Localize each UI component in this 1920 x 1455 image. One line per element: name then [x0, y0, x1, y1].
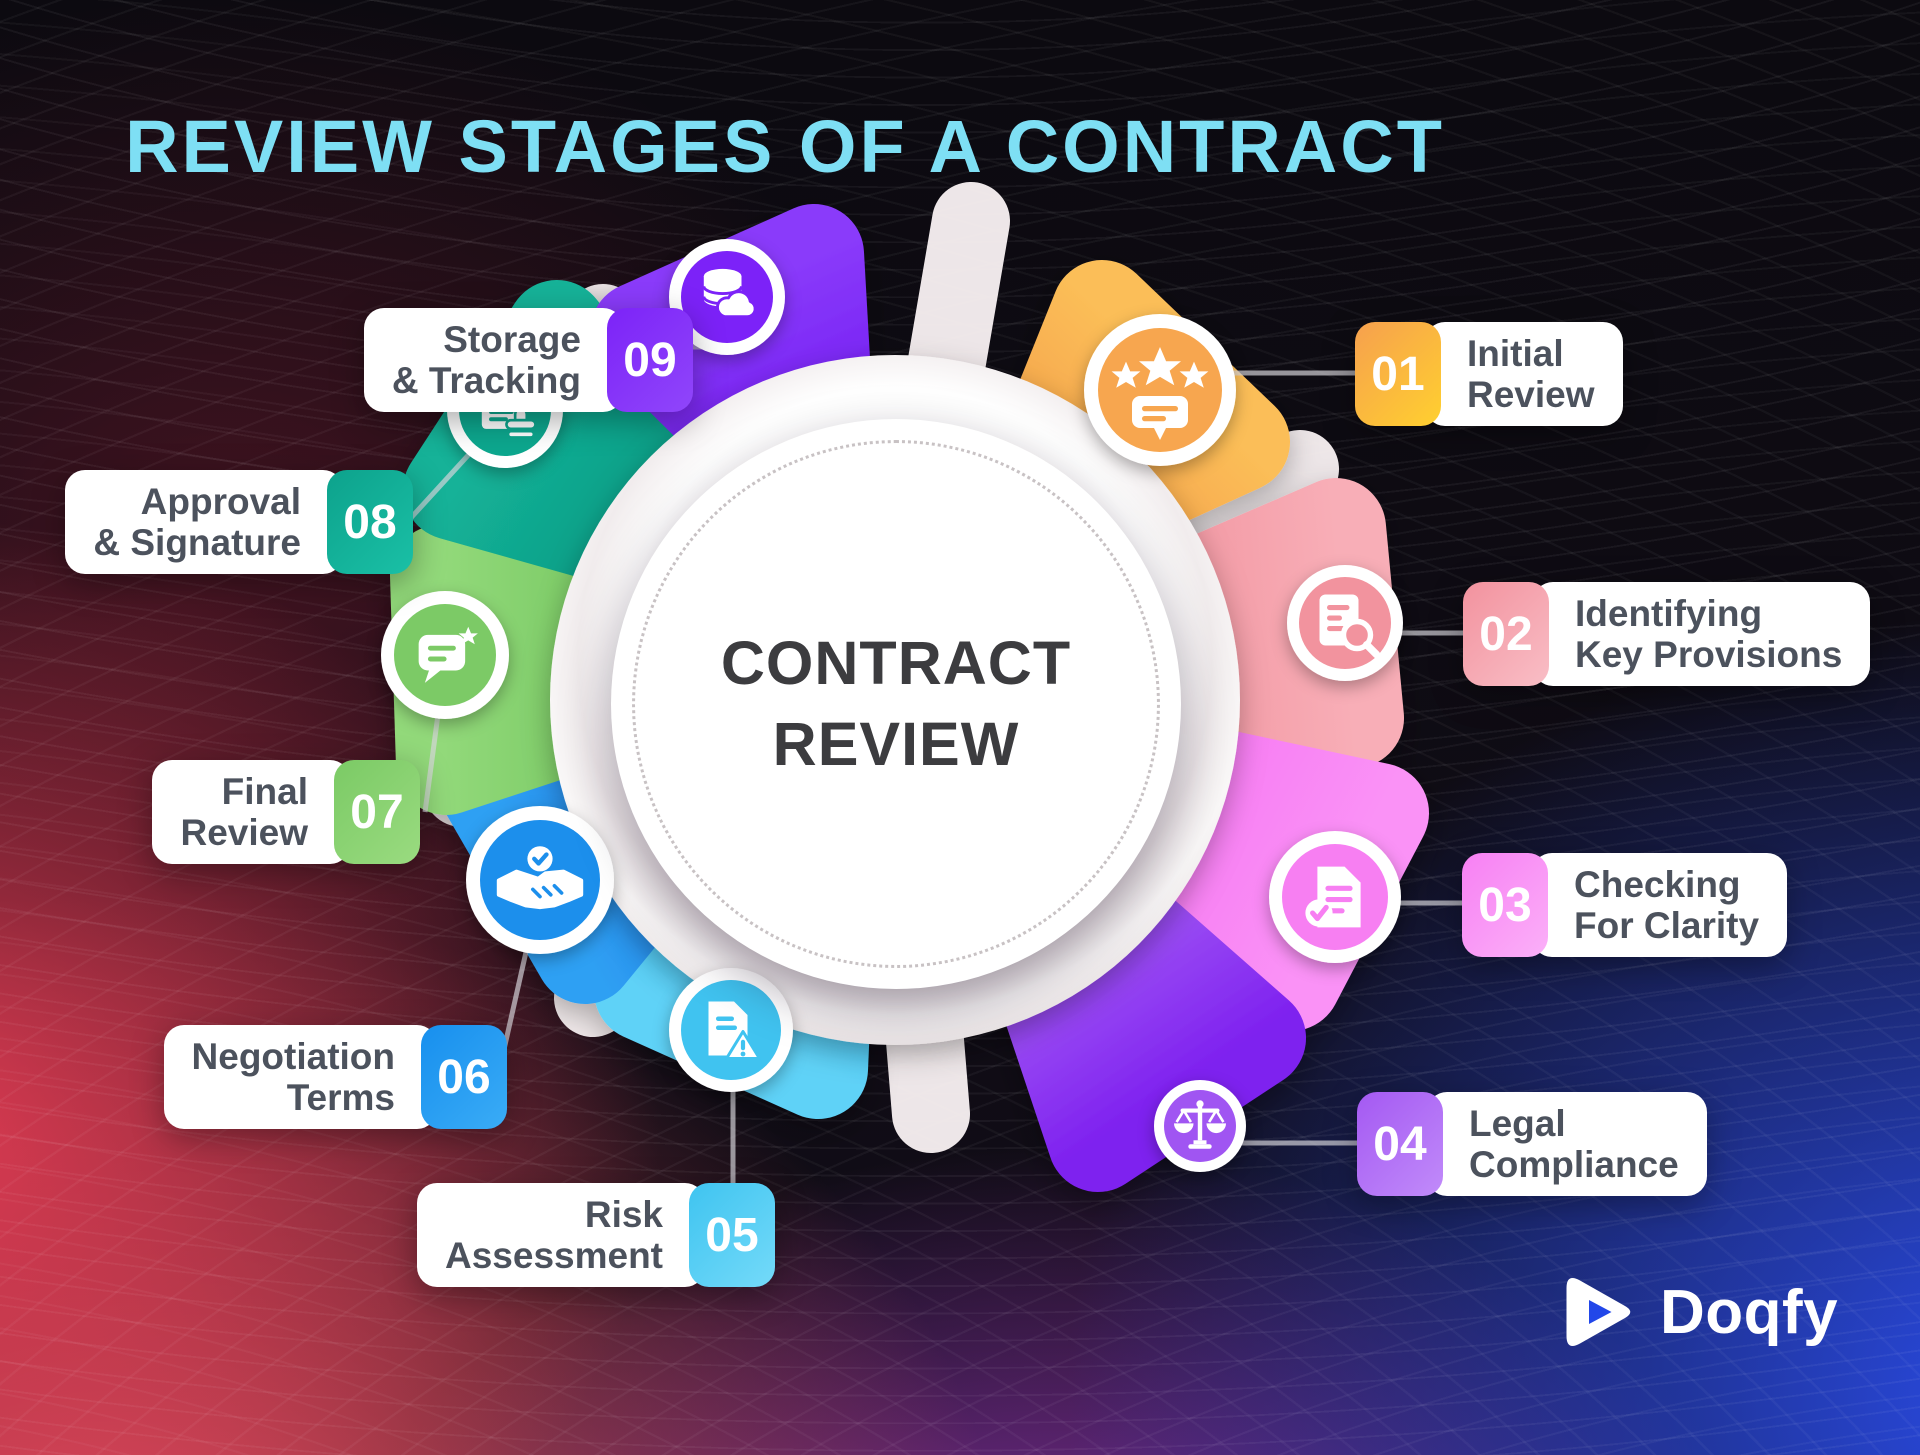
label-approval-signature: Approval & Signature 08 — [65, 470, 413, 574]
label-initial-review: 01 Initial Review — [1355, 322, 1623, 426]
justice-scales-icon — [1154, 1080, 1246, 1172]
stage-label-03: Checking For Clarity — [1532, 853, 1788, 957]
label-legal-compliance: 04 Legal Compliance — [1357, 1092, 1707, 1196]
label-negotiation-terms: Negotiation Terms 06 — [163, 1025, 507, 1129]
handshake-icon — [466, 806, 614, 954]
stage-label-06: Negotiation Terms — [163, 1025, 437, 1129]
database-cloud-icon — [669, 239, 785, 355]
hub-title: CONTRACT REVIEW — [632, 440, 1160, 968]
label-checking-for-clarity: 03 Checking For Clarity — [1462, 853, 1788, 957]
stage-number-04: 04 — [1357, 1092, 1443, 1196]
stage-label-07: Final Review — [152, 760, 350, 864]
stage-label-01: Initial Review — [1425, 322, 1623, 426]
chat-star-icon — [381, 591, 509, 719]
rating-stars-icon — [1084, 314, 1236, 466]
stage-label-02: Identifying Key Provisions — [1533, 582, 1871, 686]
stage-label-04: Legal Compliance — [1427, 1092, 1707, 1196]
stage-label-09: Storage & Tracking — [363, 308, 623, 412]
doqfy-play-icon — [1566, 1278, 1631, 1346]
stage-number-06: 06 — [421, 1025, 507, 1129]
stage-number-03: 03 — [1462, 853, 1548, 957]
stage-number-02: 02 — [1463, 582, 1549, 686]
stage-number-05: 05 — [689, 1183, 775, 1287]
document-check-icon — [1269, 831, 1401, 963]
document-search-icon — [1287, 565, 1403, 681]
stage-number-09: 09 — [607, 308, 693, 412]
label-identifying-key-provisions: 02 Identifying Key Provisions — [1463, 582, 1871, 686]
page-title: REVIEW STAGES OF A CONTRACT — [125, 105, 1445, 188]
document-warning-icon — [669, 968, 793, 1092]
stage-number-08: 08 — [327, 470, 413, 574]
stage-label-05: Risk Assessment — [416, 1183, 705, 1287]
stage-number-07: 07 — [334, 760, 420, 864]
label-storage-tracking: Storage & Tracking 09 — [363, 308, 693, 412]
stage-label-08: Approval & Signature — [65, 470, 343, 574]
stage-number-01: 01 — [1355, 322, 1441, 426]
label-risk-assessment: Risk Assessment 05 — [416, 1183, 775, 1287]
brand-logo: Doqfy — [1556, 1270, 1838, 1354]
hub-circle: CONTRACT REVIEW — [611, 419, 1181, 989]
label-final-review: Final Review 07 — [152, 760, 420, 864]
brand-name: Doqfy — [1660, 1277, 1839, 1347]
